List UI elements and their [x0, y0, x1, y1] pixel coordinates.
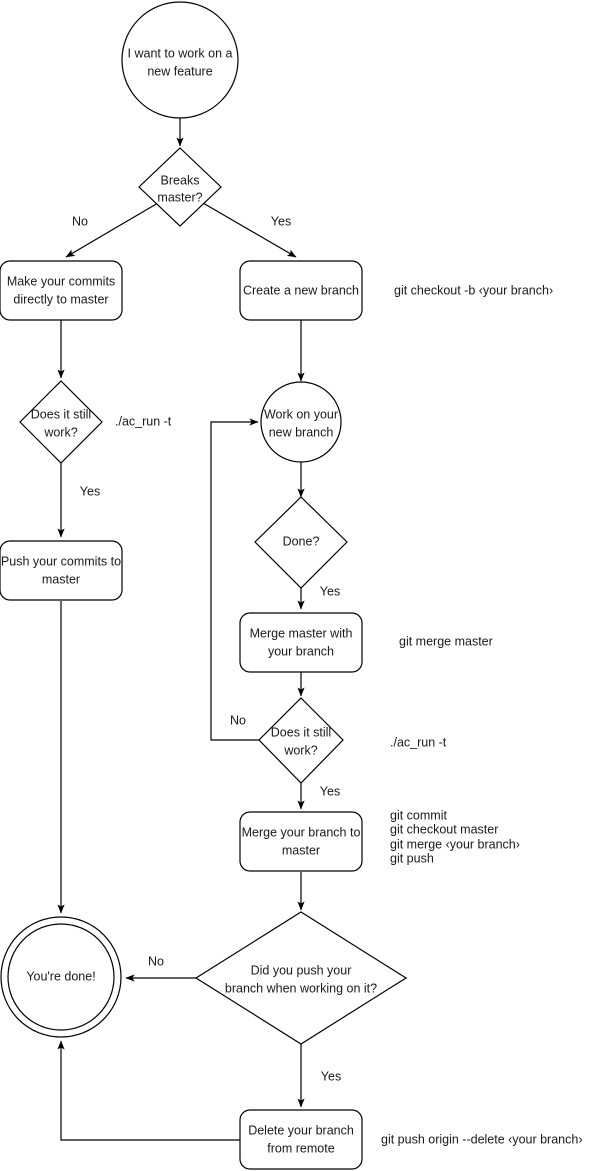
edge-delete-branch-to-youre-done [57, 1040, 240, 1141]
node-done[interactable]: Done? [254, 496, 348, 589]
create-branch-rect-shape [239, 260, 363, 321]
merge-master-label-line1: Merge master with [250, 626, 353, 640]
node-work-on-branch[interactable]: Work on your new branch [260, 381, 342, 463]
delete-branch-label-line1: Delete your branch [248, 1123, 354, 1137]
annotation-merge-master-cmd: git merge master [399, 634, 493, 648]
node-delete-branch[interactable]: Delete your branch from remote [239, 1109, 363, 1170]
node-make-commits[interactable]: Make your commits directly to master [0, 260, 123, 321]
edge-breaks-to-create-branch [202, 202, 297, 258]
does-it-work-mid-label-line1: Does it still [271, 725, 331, 739]
delete-branch-label-line2: from remote [267, 1141, 334, 1155]
merge-branch-label-line2: master [282, 843, 320, 857]
annotation-delete-branch-cmd: git push origin --delete ‹your branch› [381, 1132, 583, 1146]
make-commits-label-line2: directly to master [13, 292, 108, 306]
did-you-push-diamond-shape [194, 911, 408, 1045]
work-on-branch-label-line2: new branch [269, 425, 334, 439]
make-commits-label-line1: Make your commits [7, 274, 115, 288]
breaks-master-label-line2: master? [157, 190, 202, 204]
edge-label-push-yes: Yes [321, 1069, 341, 1083]
breaks-master-diamond-shape [138, 147, 222, 227]
youre-done-label: You're done! [26, 969, 95, 983]
does-it-work-mid-diamond-shape [258, 697, 344, 784]
annotation-merge-branch-cmd-4: git push [390, 851, 434, 865]
does-it-work-left-label-line2: work? [43, 425, 77, 439]
node-merge-master[interactable]: Merge master with your branch [239, 612, 363, 673]
push-commits-rect-shape [0, 540, 123, 601]
edge-label-breaks-yes: Yes [271, 214, 291, 228]
push-commits-label-line1: Push your commits to [1, 554, 121, 568]
youre-done-inner-circle-shape [7, 923, 115, 1031]
start-circle-shape [121, 1, 239, 119]
node-did-you-push[interactable]: Did you push your branch when working on… [194, 911, 408, 1045]
edge-label-push-no: No [148, 954, 164, 968]
did-you-push-label-line1: Did you push your [251, 963, 352, 977]
create-branch-label-line1: Create a new branch [243, 283, 359, 297]
edges-layer [57, 118, 305, 1141]
annotation-create-branch-cmd: git checkout -b ‹your branch› [394, 283, 553, 297]
did-you-push-label-line2: branch when working on it? [225, 981, 377, 995]
start-label-line2: new feature [147, 64, 212, 78]
annotation-ac-run-left: ./ac_run -t [115, 414, 172, 428]
work-on-branch-label-line1: Work on your [264, 407, 338, 421]
annotation-merge-branch-cmd-3: git merge ‹your branch› [390, 837, 520, 851]
does-it-work-mid-label-line2: work? [283, 743, 317, 757]
edge-breaks-to-make-commits [65, 202, 159, 258]
does-it-work-left-label-line1: Does it still [31, 407, 91, 421]
edge-label-work-mid-no: No [230, 713, 246, 727]
done-label-line1: Done? [283, 534, 320, 548]
node-start[interactable]: I want to work on a new feature [121, 1, 239, 119]
edge-does-it-work-mid-no-loop [210, 418, 259, 741]
node-does-it-work-left[interactable]: Does it still work? [19, 380, 103, 464]
merge-master-label-line2: your branch [268, 644, 334, 658]
breaks-master-label-line1: Breaks [161, 173, 200, 187]
edge-label-breaks-no: No [72, 214, 88, 228]
edge-labels-layer: No Yes Yes Yes No Yes No Yes [72, 214, 341, 1083]
node-merge-branch[interactable]: Merge your branch to master [239, 811, 363, 872]
merge-master-rect-shape [239, 612, 363, 673]
edge-label-work-mid-yes: Yes [320, 784, 340, 798]
annotation-merge-branch-cmd-2: git checkout master [390, 822, 498, 836]
node-create-branch[interactable]: Create a new branch [239, 260, 363, 321]
push-commits-label-line2: master [42, 572, 80, 586]
node-breaks-master[interactable]: Breaks master? [138, 147, 222, 227]
done-diamond-shape [254, 496, 348, 589]
node-push-commits[interactable]: Push your commits to master [0, 540, 123, 601]
delete-branch-rect-shape [239, 1109, 363, 1170]
annotations-layer: git checkout -b ‹your branch› ./ac_run -… [115, 283, 583, 1146]
does-it-work-left-diamond-shape [19, 380, 103, 464]
node-does-it-work-mid[interactable]: Does it still work? [258, 697, 344, 784]
make-commits-rect-shape [0, 260, 123, 321]
start-label-line1: I want to work on a [128, 46, 233, 60]
edge-label-done-yes: Yes [320, 584, 340, 598]
work-on-branch-circle-shape [260, 381, 342, 463]
merge-branch-label-line1: Merge your branch to [242, 825, 361, 839]
node-youre-done[interactable]: You're done! [0, 916, 122, 1038]
merge-branch-rect-shape [239, 811, 363, 872]
annotation-ac-run-mid: ./ac_run -t [390, 735, 447, 749]
annotation-merge-branch-cmd-1: git commit [390, 808, 447, 822]
edge-label-work-left-yes: Yes [80, 484, 100, 498]
